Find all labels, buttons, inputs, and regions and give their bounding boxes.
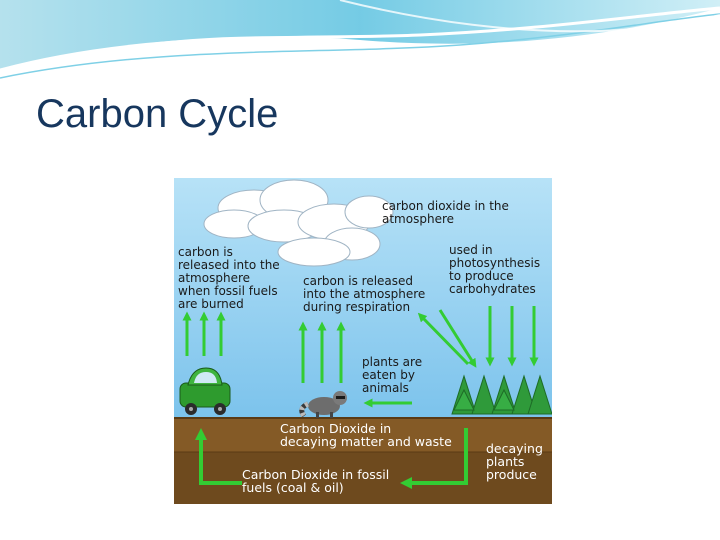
soil-upper-layer	[174, 418, 552, 452]
label-respiration: carbon is released into the atmosphere d…	[303, 274, 426, 314]
arrow-group-photosynthesis	[485, 306, 539, 367]
cloud-icon	[203, 179, 394, 267]
slide-title: Carbon Cycle	[36, 92, 279, 136]
label-photosynthesis: used in photosynthesis to produce carboh…	[449, 243, 541, 296]
car-icon	[179, 367, 231, 415]
arrow-diagonal-absorb	[438, 309, 477, 368]
arrow-diagonal-release	[417, 312, 470, 366]
pine-trees-icon	[451, 374, 552, 415]
label-decaying-plants: decaying plants produce	[486, 441, 543, 482]
carbon-cycle-diagram: carbon dioxide in the atmosphere carbon …	[174, 178, 552, 504]
arrow-fossil-path	[195, 428, 242, 485]
label-decaying-matter: Carbon Dioxide in decaying matter and wa…	[280, 421, 452, 449]
soil-lower-layer	[174, 452, 552, 504]
header-swoosh-decoration	[0, 0, 720, 79]
arrow-group-respiration	[298, 321, 346, 383]
diagram-artwork	[174, 178, 552, 504]
arrow-group-combustion	[182, 311, 226, 356]
label-fossil-fuel-reserve: Carbon Dioxide in fossil fuels (coal & o…	[242, 467, 390, 495]
label-eaten-by-animals: plants are eaten by animals	[362, 355, 423, 395]
label-fossil-fuels-burned: carbon is released into the atmosphere w…	[178, 245, 280, 311]
arrow-decay-path	[400, 428, 468, 489]
raccoon-icon	[299, 391, 347, 418]
label-atmosphere: carbon dioxide in the atmosphere	[382, 199, 509, 226]
